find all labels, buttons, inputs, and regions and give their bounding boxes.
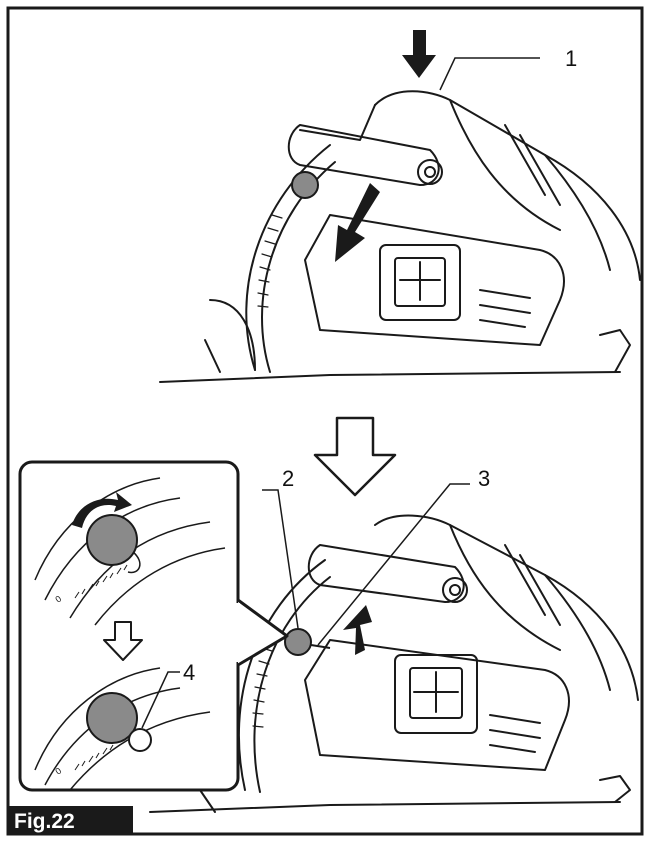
callout-4: 4 [183, 660, 195, 685]
blade-guard-arc [245, 144, 331, 371]
saw-illustration-top [159, 90, 641, 383]
inset-scale-label-upper-0: 0 [53, 594, 63, 605]
handle-top [287, 124, 440, 186]
motor-housing-bottom [374, 514, 639, 701]
inset-panel: 0 10 0 10 4 [18, 460, 289, 792]
figure-border [6, 6, 644, 836]
inset-scale-upper [74, 564, 128, 599]
figure-label: Fig.22 [14, 810, 75, 833]
callout-2-leader [262, 489, 299, 629]
bevel-knob-bottom [284, 628, 312, 656]
callout-3: 3 [478, 466, 490, 491]
inset-knob-lower [86, 692, 138, 744]
slide-up-arrow [343, 605, 372, 655]
side-panel-top [304, 214, 565, 346]
callout-1: 1 [565, 46, 577, 71]
callout-3-leader [317, 483, 470, 646]
inset-scale-lower [74, 744, 114, 771]
saw-illustration-bottom [149, 514, 639, 813]
inset-knob-upper [86, 514, 138, 566]
motor-plate-bottom [394, 654, 478, 734]
inset-scale-label-lower-0: 0 [53, 766, 63, 777]
motor-plate-top [379, 244, 461, 321]
rotate-arrow-icon [72, 492, 132, 528]
side-panel-bottom [304, 639, 570, 771]
base-line-bottom [149, 801, 621, 813]
transition-arrow [313, 416, 397, 497]
callout-2: 2 [282, 466, 294, 491]
base-line-top [159, 371, 621, 383]
blade-guard-arc-bottom [238, 559, 326, 791]
handle-bottom [307, 544, 465, 603]
bevel-knob-top [291, 171, 319, 199]
callout-4-leader [141, 671, 180, 729]
inset-pointer [237, 598, 289, 667]
inset-indicator-point [128, 728, 152, 752]
figure-label-box [8, 806, 133, 834]
inset-down-arrow [103, 621, 143, 661]
bevel-scale-top [257, 214, 283, 308]
callout-1-leader [439, 57, 540, 91]
motor-housing [374, 90, 641, 281]
slide-down-arrow [335, 183, 380, 262]
press-down-arrow [402, 30, 436, 78]
